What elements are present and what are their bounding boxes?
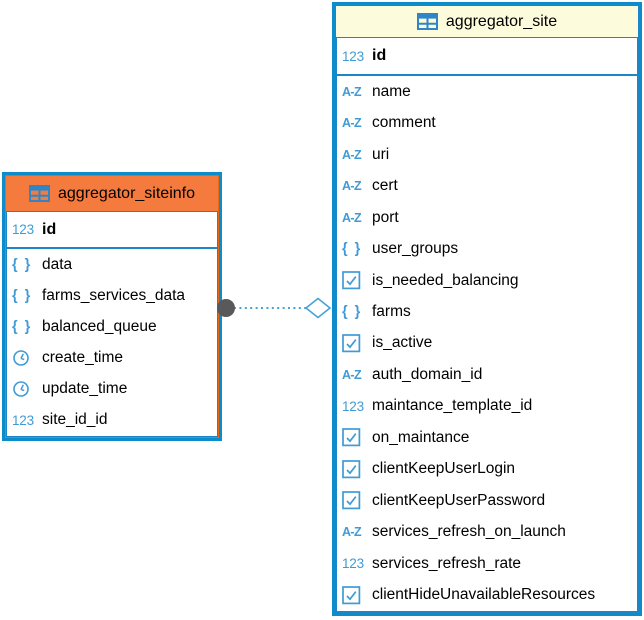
column-row[interactable]: { } farms_services_data bbox=[7, 280, 217, 311]
column-name: clientKeepUserPassword bbox=[372, 491, 546, 509]
column-name: on_maintance bbox=[372, 428, 470, 446]
column-row[interactable]: { } farms bbox=[337, 296, 637, 327]
entity-aggregator-siteinfo[interactable]: aggregator_siteinfo 123 id { } data { } farm… bbox=[2, 172, 222, 441]
numeric-type-icon: 123 bbox=[342, 556, 364, 572]
json-type-icon: { } bbox=[12, 256, 32, 273]
string-type-icon: A-Z bbox=[342, 367, 362, 382]
column-name: cert bbox=[372, 177, 398, 195]
column-name: site_id_id bbox=[42, 411, 108, 429]
table-title: aggregator_site bbox=[445, 12, 558, 30]
primary-key-section: 123 id bbox=[336, 37, 638, 75]
datetime-type-icon bbox=[12, 349, 40, 367]
column-row[interactable]: 123 id bbox=[7, 212, 217, 247]
column-name: id bbox=[42, 220, 57, 238]
column-row[interactable]: { } data bbox=[7, 249, 217, 280]
column-name: data bbox=[42, 255, 73, 273]
column-row[interactable]: 123 site_id_id bbox=[7, 405, 217, 436]
columns-section: { } data { } farms_services_data { } balanced… bbox=[6, 248, 218, 437]
json-type-icon: { } bbox=[12, 318, 32, 335]
column-name: farms_services_data bbox=[42, 286, 186, 304]
column-row[interactable]: clientHideUnavailableResources bbox=[337, 580, 637, 611]
column-row[interactable]: A-Z services_refresh_on_launch bbox=[337, 517, 637, 548]
relationship-endpoint-diamond[interactable] bbox=[304, 297, 332, 319]
numeric-type-icon: 123 bbox=[342, 48, 364, 64]
string-type-icon: A-Z bbox=[342, 525, 362, 540]
table-header[interactable]: aggregator_site bbox=[336, 6, 638, 37]
entity-body: aggregator_siteinfo 123 id { } data { } farm… bbox=[5, 175, 219, 438]
relationship-connector[interactable] bbox=[207, 288, 342, 330]
column-name: farms bbox=[372, 303, 411, 321]
relationship-endpoint-dot[interactable] bbox=[217, 299, 235, 317]
column-name: clientHideUnavailableResources bbox=[372, 586, 596, 604]
json-type-icon: { } bbox=[342, 241, 362, 258]
column-row[interactable]: clientKeepUserPassword bbox=[337, 485, 637, 516]
string-type-icon: A-Z bbox=[342, 116, 362, 131]
column-row[interactable]: create_time bbox=[7, 343, 217, 374]
column-row[interactable]: A-Z cert bbox=[337, 170, 637, 201]
table-icon bbox=[416, 13, 438, 30]
string-type-icon: A-Z bbox=[342, 210, 362, 225]
numeric-type-icon: 123 bbox=[12, 222, 34, 237]
json-type-icon: { } bbox=[342, 304, 362, 321]
boolean-type-icon bbox=[342, 491, 370, 510]
column-row[interactable]: A-Z port bbox=[337, 202, 637, 233]
column-name: clientKeepUserLogin bbox=[372, 460, 516, 478]
column-row[interactable]: update_time bbox=[7, 374, 217, 405]
column-row[interactable]: 123 id bbox=[337, 38, 637, 74]
table-header[interactable]: aggregator_siteinfo bbox=[6, 176, 218, 211]
numeric-type-icon: 123 bbox=[12, 412, 34, 428]
numeric-type-icon: 123 bbox=[342, 398, 364, 414]
column-name: is_needed_balancing bbox=[372, 271, 519, 289]
column-row[interactable]: 123 services_refresh_rate bbox=[337, 548, 637, 579]
primary-key-section: 123 id bbox=[6, 211, 218, 248]
column-name: id bbox=[372, 47, 387, 64]
column-name: user_groups bbox=[372, 240, 459, 258]
column-name: is_active bbox=[372, 334, 433, 352]
column-row[interactable]: 123 maintance_template_id bbox=[337, 391, 637, 422]
column-row[interactable]: is_active bbox=[337, 328, 637, 359]
column-name: services_refresh_rate bbox=[372, 554, 522, 572]
boolean-type-icon bbox=[342, 334, 370, 353]
column-name: port bbox=[372, 208, 399, 226]
column-name: name bbox=[372, 82, 411, 100]
string-type-icon: A-Z bbox=[342, 147, 362, 162]
column-name: comment bbox=[372, 114, 436, 132]
boolean-type-icon bbox=[342, 585, 370, 605]
column-row[interactable]: { } user_groups bbox=[337, 233, 637, 264]
column-name: balanced_queue bbox=[42, 317, 157, 335]
column-row[interactable]: is_needed_balancing bbox=[337, 265, 637, 296]
column-name: services_refresh_on_launch bbox=[372, 523, 566, 541]
string-type-icon: A-Z bbox=[342, 179, 362, 194]
string-type-icon: A-Z bbox=[342, 84, 362, 99]
column-row[interactable]: clientKeepUserLogin bbox=[337, 454, 637, 485]
column-name: update_time bbox=[42, 380, 128, 398]
boolean-type-icon bbox=[342, 428, 370, 447]
column-name: maintance_template_id bbox=[372, 397, 533, 415]
column-name: auth_domain_id bbox=[372, 365, 483, 383]
json-type-icon: { } bbox=[12, 287, 32, 304]
column-row[interactable]: A-Z name bbox=[337, 76, 637, 107]
column-name: create_time bbox=[42, 349, 123, 367]
datetime-type-icon bbox=[12, 380, 40, 398]
column-row[interactable]: { } balanced_queue bbox=[7, 311, 217, 342]
boolean-type-icon bbox=[342, 271, 370, 290]
boolean-type-icon bbox=[342, 460, 370, 479]
table-title: aggregator_siteinfo bbox=[58, 184, 195, 202]
column-row[interactable]: A-Z uri bbox=[337, 139, 637, 170]
table-icon bbox=[29, 185, 50, 202]
column-row[interactable]: on_maintance bbox=[337, 422, 637, 453]
column-name: uri bbox=[372, 145, 390, 163]
column-row[interactable]: A-Z comment bbox=[337, 107, 637, 138]
column-row[interactable]: A-Z auth_domain_id bbox=[337, 359, 637, 390]
